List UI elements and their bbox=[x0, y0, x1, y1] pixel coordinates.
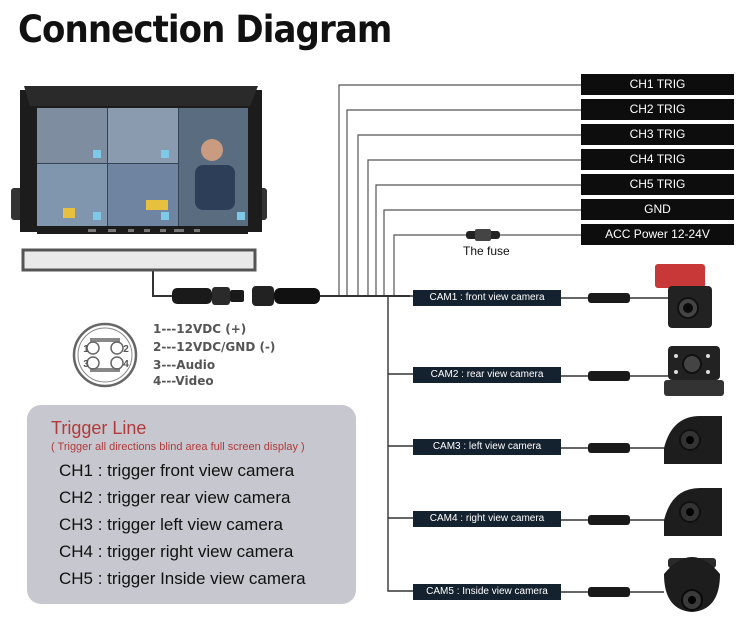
trigger-label-ch1: CH1 TRIG bbox=[581, 74, 734, 95]
trigger-label-ch4: CH4 TRIG bbox=[581, 149, 734, 170]
camera-label-cam3: CAM3 : left view camera bbox=[413, 439, 561, 455]
pinout-line: 2---12VDC/GND (-) bbox=[153, 340, 276, 354]
acc-power-label: ACC Power 12-24V bbox=[581, 224, 734, 245]
front-camera-icon bbox=[655, 264, 712, 328]
camera-label-cam2: CAM2 : rear view camera bbox=[413, 367, 561, 383]
aviation-connector-icon bbox=[172, 286, 320, 306]
camera-label-cam1: CAM1 : front view camera bbox=[413, 290, 561, 306]
ground-label: GND bbox=[581, 199, 734, 220]
camera-label-cam5: CAM5 : Inside view camera bbox=[413, 584, 561, 600]
trigger-item: CH2 : trigger rear view camera bbox=[59, 488, 291, 507]
pin-number: 4 bbox=[123, 359, 129, 370]
pinout-line: 3---Audio bbox=[153, 358, 216, 372]
pin-number: 3 bbox=[83, 359, 89, 370]
trigger-line-subtitle: ( Trigger all directions blind area full… bbox=[51, 441, 305, 453]
trigger-label-ch3: CH3 TRIG bbox=[581, 124, 734, 145]
monitor-icon bbox=[11, 86, 267, 272]
trigger-item: CH4 : trigger right view camera bbox=[59, 542, 294, 561]
camera-connectors bbox=[588, 293, 630, 597]
right-camera-icon bbox=[664, 488, 722, 536]
trigger-label-ch5: CH5 TRIG bbox=[581, 174, 734, 195]
left-camera-icon bbox=[664, 416, 722, 464]
fuse-icon bbox=[466, 229, 500, 241]
trigger-wires bbox=[338, 84, 581, 296]
camera-bus bbox=[387, 295, 413, 592]
trigger-line-title: Trigger Line bbox=[51, 418, 147, 438]
trigger-label-ch2: CH2 TRIG bbox=[581, 99, 734, 120]
trigger-item: CH1 : trigger front view camera bbox=[59, 461, 295, 480]
inside-camera-icon bbox=[664, 557, 720, 612]
trigger-item: CH3 : trigger left view camera bbox=[59, 515, 283, 534]
pinout-line: 4---Video bbox=[153, 374, 214, 388]
connector-face-icon bbox=[72, 322, 138, 388]
rear-camera-icon bbox=[664, 346, 724, 396]
camera-label-cam4: CAM4 : right view camera bbox=[413, 511, 561, 527]
diagram-title: Connection Diagram bbox=[18, 8, 392, 51]
pin-number: 2 bbox=[123, 344, 129, 355]
pinout-line: 1---12VDC (+) bbox=[153, 322, 247, 336]
trigger-item: CH5 : trigger Inside view camera bbox=[59, 569, 306, 588]
pin-number: 1 bbox=[83, 344, 89, 355]
trigger-line-panel bbox=[27, 405, 356, 604]
fuse-label: The fuse bbox=[463, 244, 510, 258]
